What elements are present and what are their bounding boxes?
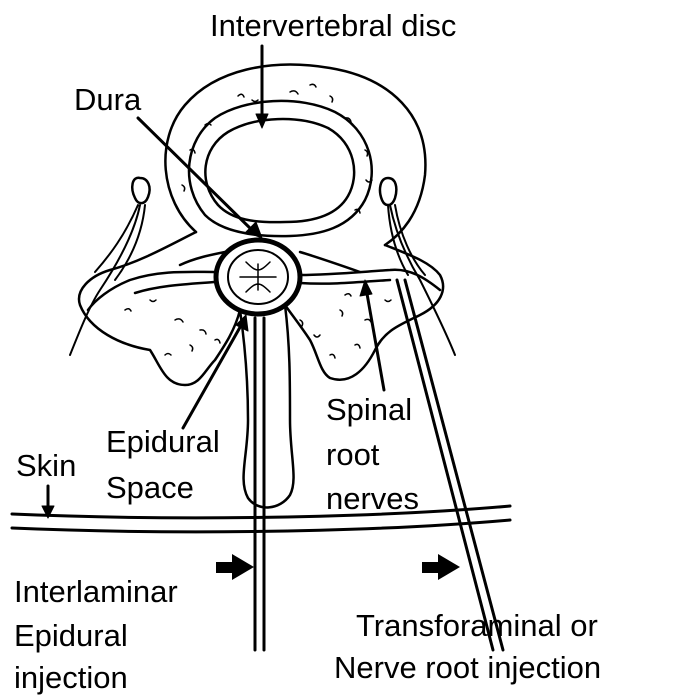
transforaminal-needle-a xyxy=(397,280,493,650)
right-lamina xyxy=(285,245,443,380)
label-transforaminal-line2: Nerve root injection xyxy=(334,650,601,686)
label-interlaminar-line1: Interlaminar xyxy=(14,574,178,610)
label-skin: Skin xyxy=(16,448,76,484)
label-epidural-space-line2: Space xyxy=(106,470,194,506)
label-interlaminar-line3: injection xyxy=(14,660,128,696)
grey-matter xyxy=(240,262,276,292)
label-transforaminal-line1: Transforaminal or xyxy=(356,608,598,644)
label-dura: Dura xyxy=(74,82,141,118)
label-epidural-space-line1: Epidural xyxy=(106,424,220,460)
transforaminal-arrow-head xyxy=(438,554,460,580)
transforaminal-needle-b xyxy=(405,280,503,650)
interlaminar-arrow-head xyxy=(232,554,254,580)
disc-outer-ring xyxy=(189,101,372,236)
canal-right xyxy=(300,252,360,272)
label-interlaminar-line2: Epidural xyxy=(14,618,128,654)
label-intervertebral-disc: Intervertebral disc xyxy=(210,8,456,44)
dura-arrow xyxy=(138,118,255,233)
skin-line-lower xyxy=(12,520,510,532)
left-nerve-root-2 xyxy=(135,282,215,293)
right-ganglion xyxy=(380,178,396,205)
epidural-arrow xyxy=(183,322,243,428)
label-spinal-line1: Spinal xyxy=(326,392,412,428)
label-spinal-line3: nerves xyxy=(326,481,419,517)
spinous-process xyxy=(240,305,294,507)
left-ganglion xyxy=(132,178,149,203)
right-nerve-root-2 xyxy=(300,280,390,284)
label-spinal-line2: root xyxy=(326,437,379,473)
